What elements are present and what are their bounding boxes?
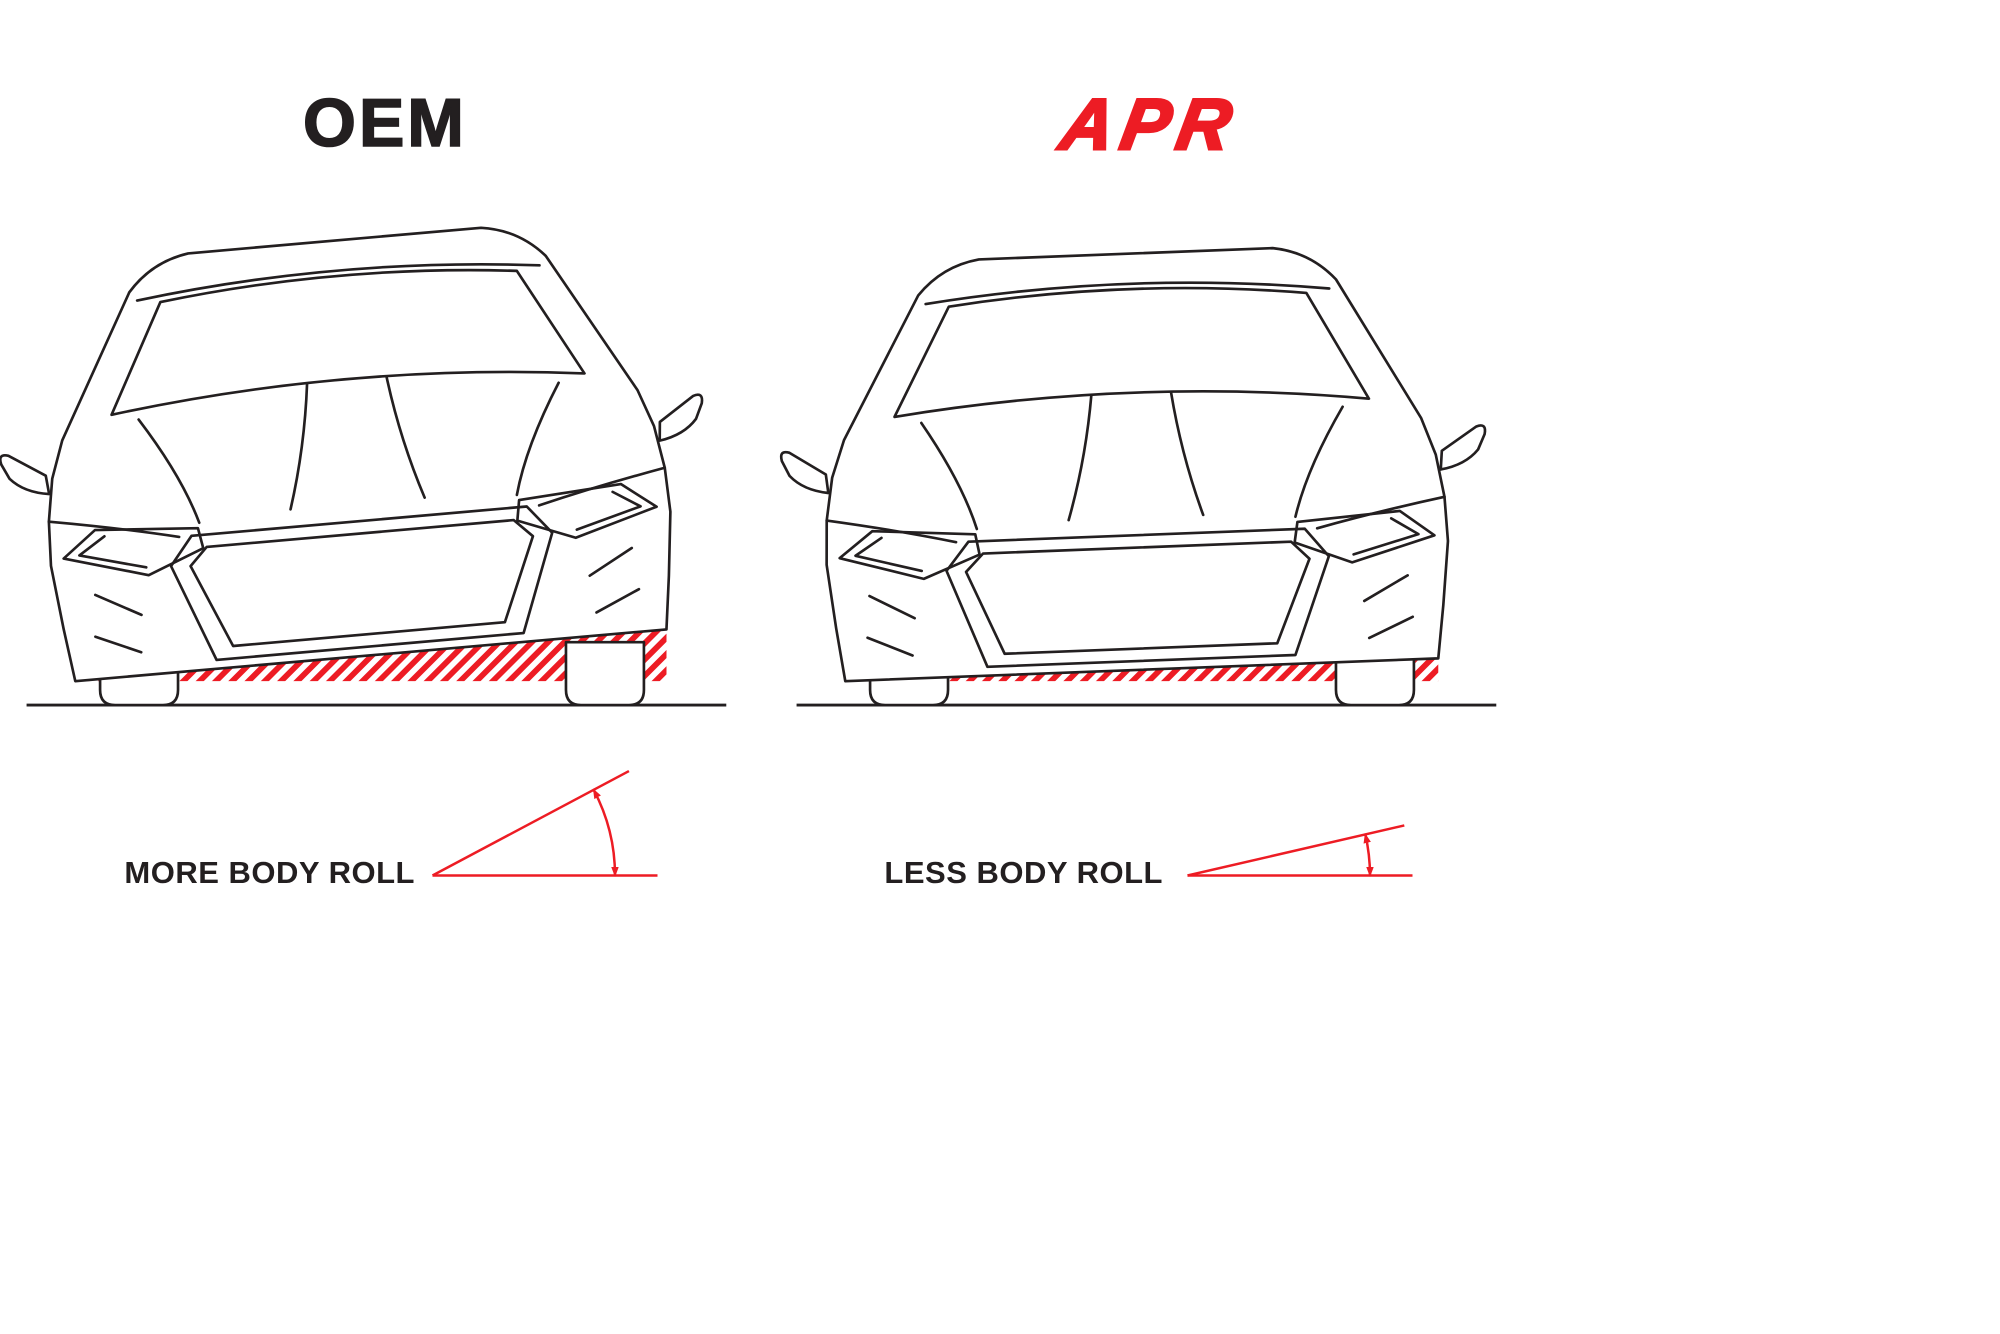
oem-roll-angle-figure — [431, 769, 658, 877]
angle-slant-line — [431, 769, 630, 877]
angle-arc-arrow — [592, 788, 619, 877]
oem-roll-label: MORE BODY ROLL — [124, 855, 415, 890]
apr-roll-angle-figure — [1187, 824, 1413, 877]
apr-roll-label: LESS BODY ROLL — [884, 855, 1163, 890]
oem-title: OEM — [302, 85, 467, 161]
car-front-outline — [772, 238, 1496, 685]
apr-title: APR — [1054, 84, 1247, 167]
apr-car-diagram — [772, 238, 1497, 707]
apr-body-roll-gap-hatch — [845, 658, 1439, 682]
car-front-outline — [0, 225, 724, 688]
angle-slant-line — [1187, 824, 1405, 877]
oem-car-diagram — [0, 225, 727, 707]
angle-arc-arrow — [1363, 832, 1374, 877]
